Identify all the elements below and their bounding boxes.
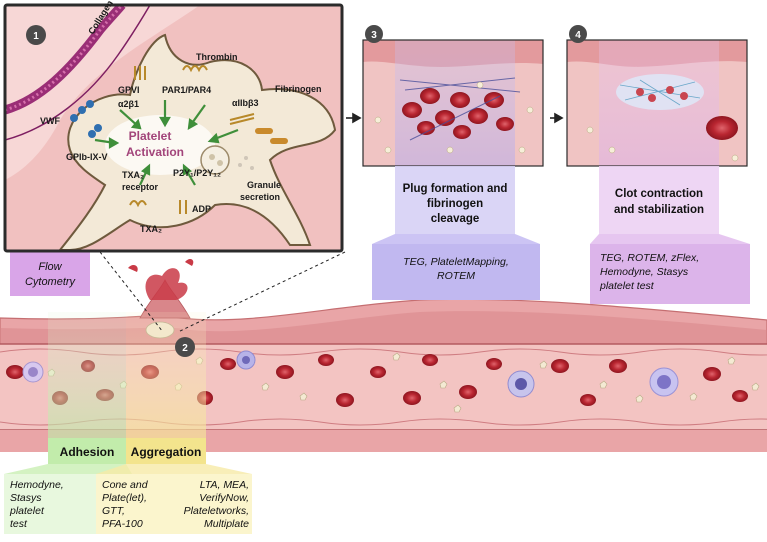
panel-4-tests: TEG, ROTEM, zFlex, [600,252,699,264]
vwf-label: VWF [40,116,60,126]
aggregation-test: LTA, MEA, [200,479,249,491]
svg-text:1: 1 [33,31,39,42]
panel-3-plug-formation: 3 Plug formation and fibrinogen cleavage… [362,25,544,300]
par-label: PAR1/PAR4 [162,85,211,95]
flow-label: Flow [38,261,62,273]
a2b1-label: α2β1 [118,99,139,109]
txa2-receptor-label: receptor [122,182,159,192]
activation-label: Platelet [129,129,172,143]
aggregation-test: Multiplate [204,518,249,530]
aggregation-column: Aggregation Cone and Plate(let), GTT, PF… [96,312,252,534]
aggregation-test: Plateletworks, [184,505,249,517]
panel-4-tests: platelet test [599,280,655,292]
panel-4-title: Clot contraction [615,188,703,200]
step-3-badge [365,25,383,43]
panel-3-tests: ROTEM [437,270,475,282]
aiib3-label: αIIbβ3 [232,98,259,108]
granule-label: secretion [240,192,280,202]
panel-3-title: Plug formation and [403,183,508,195]
panel-3-title: cleavage [431,213,480,225]
p2y-label: P2Y₁/P2Y₁₂ [173,168,221,178]
step-4-badge [569,25,587,43]
aggregation-label: Aggregation [131,445,202,459]
txa2-receptor-label: TXA₂ [122,170,144,180]
aggregation-test: VerifyNow, [199,492,249,504]
zoom-lines [99,251,346,333]
svg-text:2: 2 [182,343,188,354]
flow-label: Cytometry [25,276,77,288]
adhesion-test: test [10,518,28,530]
panel-3-title: fibrinogen [427,198,483,210]
svg-text:4: 4 [575,30,581,41]
aggregation-test: PFA-100 [102,518,143,530]
fibrinogen-label: Fibrinogen [275,84,322,94]
adhesion-test: Hemodyne, [10,479,64,491]
white-blood-cells [22,350,679,398]
gpvi-label: GPVI [118,85,140,95]
gpib-label: GPIb-IX-V [66,152,108,162]
aggregation-test: GTT, [102,505,125,517]
aggregation-test: Plate(let), [102,492,147,504]
step-1-badge [26,25,46,45]
txa2-label: TXA₂ [140,224,162,234]
panel-3-tests: TEG, PlateletMapping, [403,256,509,268]
svg-text:3: 3 [371,30,377,41]
step-arrows [346,112,564,124]
aggregation-test: Cone and [102,479,149,491]
adhesion-test: Stasys [10,492,42,504]
adhesion-test: platelet [9,505,45,517]
panel-4-title: and stabilization [614,204,704,216]
panel-4-tests: Hemodyne, Stasys [600,266,689,278]
adp-label: ADP [192,204,211,214]
granule-label: Granule [247,180,281,190]
adhesion-column: Adhesion Hemodyne, Stasys platelet test [4,312,132,534]
activation-label: Activation [126,145,184,159]
step-2-badge: 2 [175,337,195,357]
panel-4-clot-contraction: 4 Clot contraction and stabilization TEG… [566,25,750,304]
thrombin-label: Thrombin [196,52,238,62]
panel-1-platelet-activation: Platelet Activation [3,0,344,253]
adhesion-label: Adhesion [60,445,115,459]
